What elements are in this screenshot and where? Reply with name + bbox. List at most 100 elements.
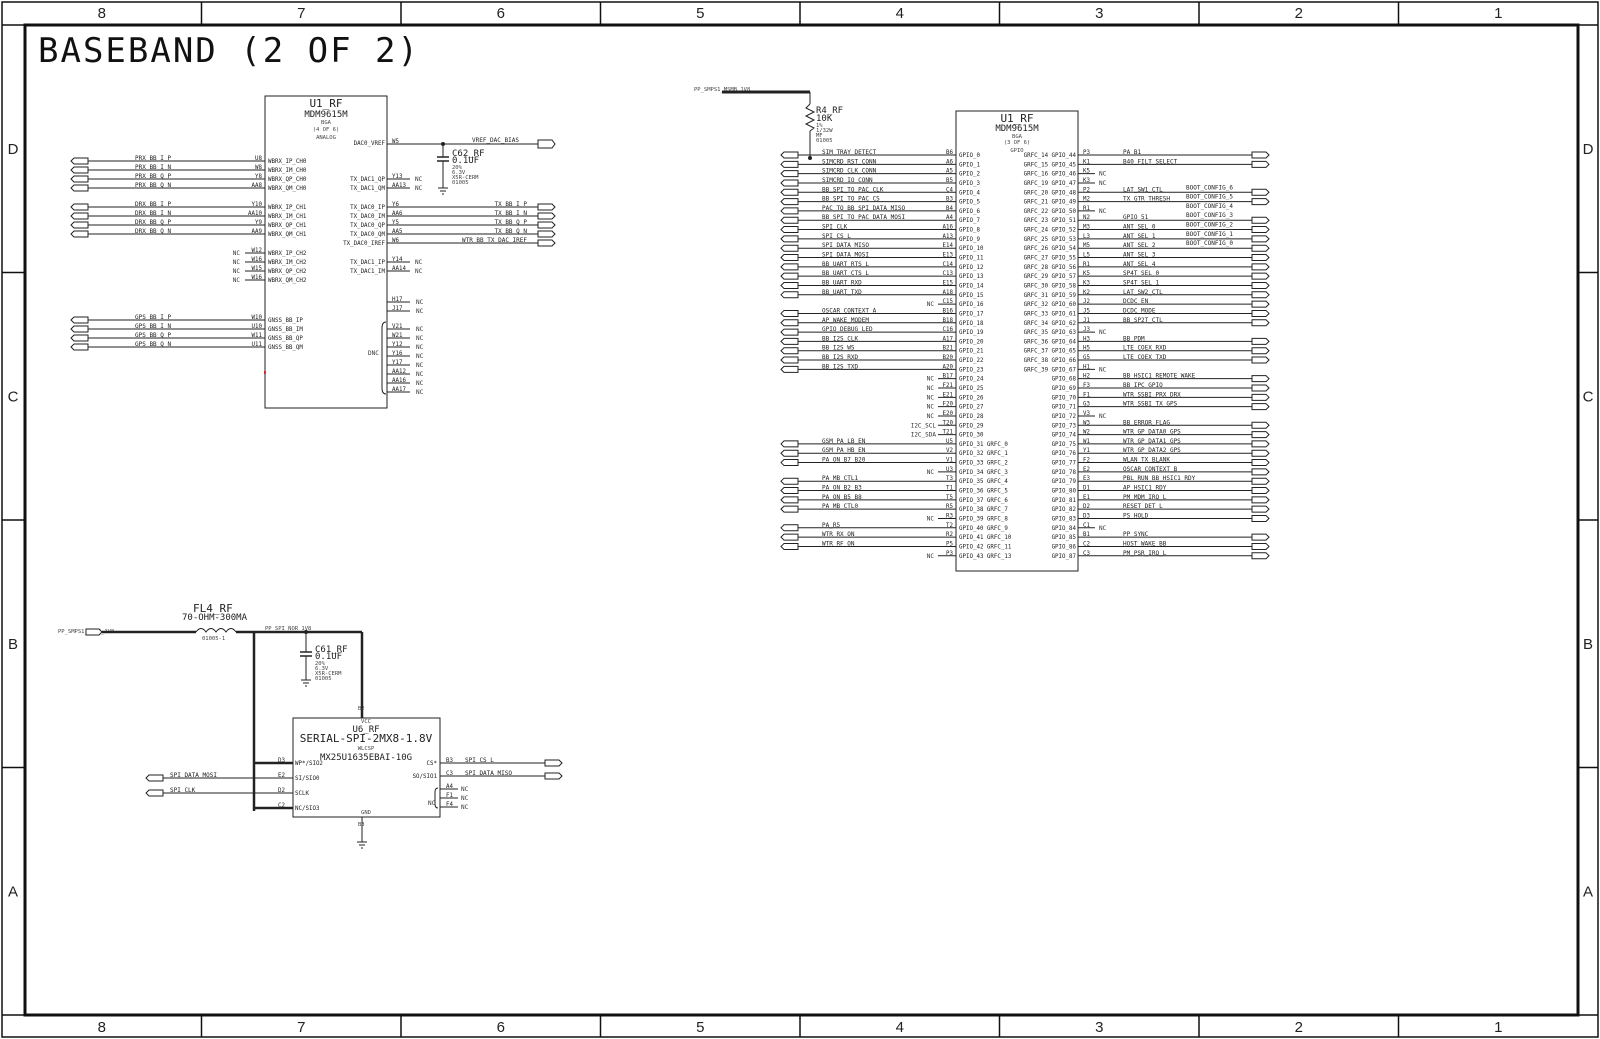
nc-marker: NC	[927, 515, 935, 522]
tx-bb-offpage-connector	[537, 230, 556, 238]
u1-gpio-pin-num: A6	[946, 159, 953, 165]
nc-marker: NC	[927, 376, 935, 383]
u1-analog-pin-name: WBRX_IP_CH0	[268, 159, 307, 165]
gpio-offpage-connector	[780, 160, 799, 168]
gpio-offpage-connector	[780, 319, 799, 327]
gpio-offpage-connector	[1251, 347, 1270, 355]
u1-gpio-pin-num: C13	[943, 271, 954, 277]
u1-gpio-pin-name: GRFC_14 GPIO_44	[1024, 153, 1077, 159]
u6-offpage-connector	[145, 789, 164, 797]
u1-gpio-pin-num: R2	[946, 532, 953, 538]
u1-gpio-pin-name: GPIO_26	[959, 395, 984, 401]
u1-gpio-pin-name: GRFC_21 GPIO_49	[1024, 200, 1077, 206]
nc-marker: NC	[461, 804, 469, 811]
rx-bb-offpage-connector	[70, 175, 89, 183]
u1-gpio-pin-name: GRFC_25 GPIO_53	[1024, 237, 1077, 243]
u1-gpio-pin-num: W2	[1083, 430, 1090, 436]
zone-row-left: D	[8, 141, 19, 158]
c62-value: 0.1UF	[452, 156, 479, 166]
u1-analog-pin-name: WBRX_IM_CH2	[268, 260, 306, 266]
gpio-net-label: SPI_DATA_MOSI	[822, 252, 869, 259]
u1-analog-pin-name: WBRX_QP_CH1	[268, 223, 307, 229]
gpio-net-label: SP4T_SEL_0	[1123, 270, 1160, 277]
u6-mpn: MX25U1635EBAI-10G	[320, 753, 412, 763]
u1-gpio-pin-num: T20	[943, 420, 954, 426]
c61-refdes: C61_RF	[315, 645, 348, 655]
nc-marker: NC	[927, 394, 935, 401]
u1-gpio-pin-num: A18	[943, 290, 954, 296]
u1-analog-pin-name: WBRX_QP_CH2	[268, 269, 306, 275]
u1-gpio-pin-name: GPIO_7	[959, 218, 980, 224]
u1-gpio-pin-name: GPIO_84	[1052, 526, 1077, 532]
zone-col-top: 2	[1295, 5, 1303, 22]
tx-bb-net-label: TX_BB_Q_N	[494, 228, 527, 235]
u1-gpio-pin-num: T2	[946, 523, 953, 529]
u1-gpio-pin-name: GPIO_42 GRFC_11	[959, 544, 1012, 550]
u1-analog-pin-num: W16	[252, 275, 263, 281]
zone-col-top: 8	[98, 5, 106, 22]
u6-flash-symbol	[292, 717, 441, 818]
u1-gpio-pkg: BGA	[1012, 134, 1023, 140]
u1-gpio-pin-num: B6	[946, 150, 953, 156]
gpio-net-label: DCDC_MODE	[1123, 307, 1156, 314]
u1-analog-pin-num: AA5	[392, 229, 403, 235]
nc-marker: NC	[461, 795, 469, 802]
u1-gpio-pin-name: GPIO_40 GRFC_9	[959, 526, 1008, 532]
spi-nor-supply-net: PP_SPI_NOR_1V8	[265, 626, 311, 632]
rx-bb-net-label: GPS_BB_I_P	[135, 314, 172, 321]
zone-col-bottom: 3	[1095, 1019, 1103, 1036]
gpio-net-label: BB_SPI_TO_PAC_DATA_MOSI	[822, 214, 905, 221]
fl4-value: 70-OHM-300MA	[182, 613, 248, 623]
u1-analog-func: ANALOG	[316, 135, 336, 141]
u1-gpio-pin-name: GPIO_70	[1052, 395, 1077, 401]
gpio-net-label: LTE_COEX_TXD	[1123, 354, 1167, 361]
u1-gpio-pin-name: GPIO_73	[1052, 423, 1077, 429]
gpio-net-label: SP4T_SEL_1	[1123, 279, 1160, 286]
gpio-offpage-connector	[780, 337, 799, 345]
boot-config-label: BOOT_CONFIG_3	[1186, 212, 1233, 219]
u1-gpio-pin-num: R5	[946, 504, 953, 510]
rx-bb-offpage-connector	[70, 166, 89, 174]
u1-analog-pin-name: TX_DAC1_QM	[350, 186, 385, 192]
u1-gpio-pin-name: GPIO_43 GRFC_13	[959, 554, 1012, 560]
gpio-offpage-connector	[1251, 449, 1270, 457]
gpio-net-label: GPIO_51	[1123, 214, 1149, 221]
u1-gpio-pin-num: E13	[943, 253, 954, 259]
gpio-net-label: WTR_SSBI_PRX_DRX	[1123, 391, 1181, 398]
gpio-offpage-connector	[780, 347, 799, 355]
gpio-net-label: BB_I2S_TXD	[822, 363, 859, 370]
c61-note: X5R-CERM	[315, 671, 342, 677]
u1-gpio-pin-num: K5	[1083, 169, 1090, 175]
u1-vref-pin-name: DAC0_VREF	[354, 141, 386, 147]
tx-bb-offpage-connector	[537, 239, 556, 247]
gpio-net-label: BB_UART_RXD	[822, 279, 862, 286]
c62-note: 20%	[452, 165, 463, 171]
u1-gpio-pin-num: K3	[1083, 280, 1090, 286]
nc-marker: NC	[1099, 329, 1107, 336]
u1-gpio-pin-num: T1	[946, 486, 953, 492]
u1-dnc-pin-num: J17	[392, 306, 403, 312]
u1-gpio-pin-num: D3	[1083, 513, 1090, 519]
u6-pkg: WLCSP	[358, 746, 375, 752]
u1-gpio-pin-num: G3	[1083, 402, 1090, 408]
gpio-net-label: SIM_TRAY_DETECT	[822, 149, 877, 156]
zone-row-right: C	[1583, 388, 1594, 405]
u1-gpio-pin-name: GPIO_17	[959, 311, 984, 317]
u1-gpio-pin-num: K3	[1083, 178, 1090, 184]
u1-gpio-pin-name: GPIO_21	[959, 349, 984, 355]
u1-gpio-pin-num: J1	[1083, 318, 1090, 324]
u1-analog-pin-num: Y8	[255, 174, 262, 180]
u1-gpio-pin-name: GPIO_14	[959, 283, 984, 289]
u1-analog-pin-name: TX_DAC0_QP	[350, 223, 385, 229]
zone-col-top: 5	[696, 5, 704, 22]
u1-gpio-pin-num: P2	[1083, 187, 1090, 193]
u1-gpio-pin-name: GPIO_9	[959, 237, 980, 243]
u1-gpio-pin-name: GRFC_30 GPIO_58	[1024, 283, 1077, 289]
gpio-offpage-connector	[780, 272, 799, 280]
u6-pin-num: F1	[446, 793, 453, 799]
rx-bb-net-label: PRX_BB_Q_N	[135, 182, 172, 189]
nc-marker: NC	[1099, 366, 1107, 373]
u1-gpio-pin-num: A17	[943, 336, 954, 342]
nc-marker: NC	[927, 413, 935, 420]
zone-col-bottom: 6	[497, 1019, 505, 1036]
